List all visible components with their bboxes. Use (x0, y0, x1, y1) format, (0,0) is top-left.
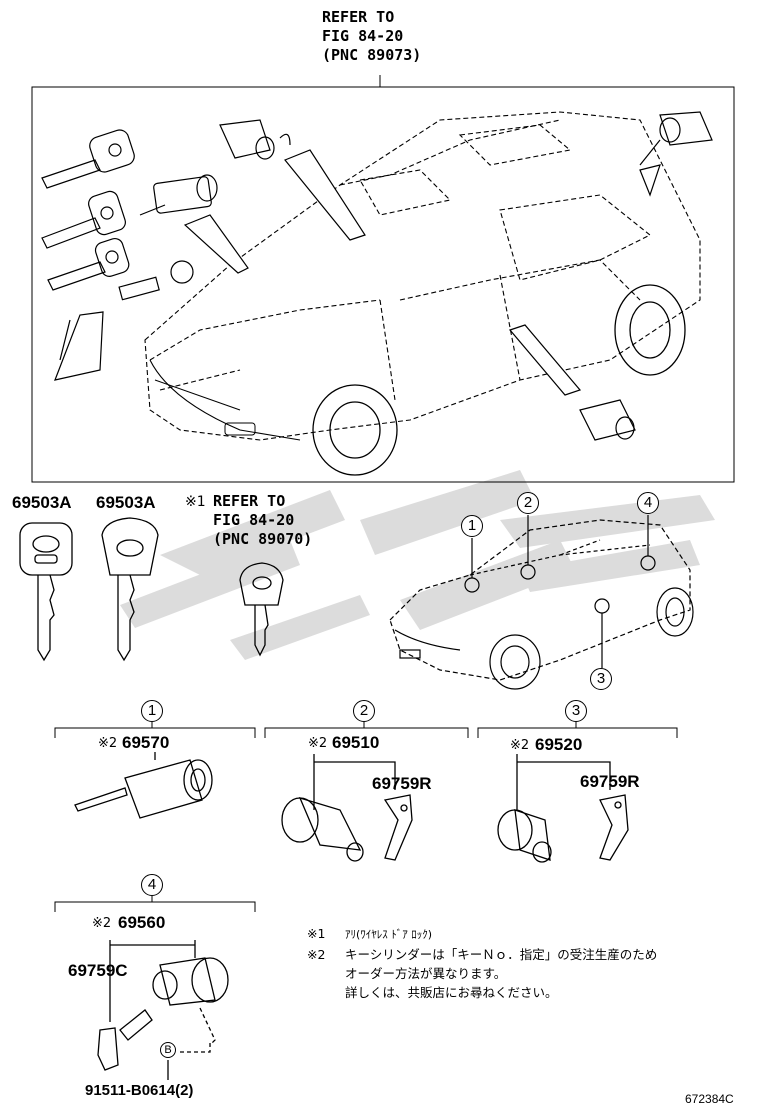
part-69510 (281, 754, 413, 862)
refer-top-line3: (PNC 89073) (322, 46, 422, 64)
group4-part: 69560 (118, 913, 166, 932)
part-69570 (74, 752, 213, 819)
figure-code: 672384C (685, 1092, 734, 1106)
location-label-2: 2 (517, 492, 539, 514)
refer-top-line2: FIG 84-20 (322, 27, 404, 45)
key-label-right: 69503A (96, 493, 156, 512)
group2-mark: ※2 (308, 736, 328, 751)
overview-frame (31, 86, 735, 483)
location-markers (464, 515, 656, 668)
note1-text: ｱﾘ(ﾜｲﾔﾚｽ ﾄﾞｱ ﾛｯｸ) (345, 928, 433, 941)
group1-mark: ※2 (98, 736, 118, 751)
group-brackets (54, 722, 678, 912)
refer-key-line2: FIG 84-20 (213, 511, 295, 529)
note2-mark: ※2 (307, 947, 326, 962)
refer-key-mark: ※1 (185, 494, 206, 510)
overview-keys (41, 129, 194, 381)
key-2 (101, 517, 159, 662)
overview-arrows (183, 149, 661, 396)
group2-part: 69510 (332, 733, 380, 752)
group4-sub: 69759C (68, 961, 128, 980)
group3-part: 69520 (535, 735, 583, 754)
overview-side-lock (579, 399, 636, 441)
overview-door-lock (219, 119, 291, 160)
overview-car (144, 111, 701, 441)
refer-top-line1: REFER TO (322, 8, 395, 26)
location-label-4: 4 (637, 492, 659, 514)
note2-line3: 詳しくは、共販店にお尋ねください。 (345, 985, 558, 1000)
bolt-part: 91511-B0614(2) (85, 1082, 194, 1099)
group4-mark: ※2 (92, 916, 112, 931)
group-label-4: 4 (141, 874, 163, 896)
location-label-1: 1 (461, 515, 483, 537)
location-car (389, 519, 694, 690)
refer-key-line1: REFER TO (213, 492, 286, 510)
note2-line2: オーダー方法が異なります。 (345, 966, 507, 981)
key-label-left: 69503A (12, 493, 72, 512)
part-69560 (97, 940, 229, 1080)
overview-ignition (139, 174, 218, 216)
group-label-2: 2 (353, 700, 375, 722)
bolt-mark: B (160, 1042, 176, 1058)
group-label-3: 3 (565, 700, 587, 722)
key-1 (19, 522, 73, 662)
part-69520 (497, 754, 629, 863)
note2-line1: キーシリンダーは「キーＮｏ．指定」の受注生産のため (345, 947, 658, 962)
group3-mark: ※2 (510, 738, 530, 753)
group-label-1: 1 (141, 700, 163, 722)
overview-wheels (312, 284, 686, 476)
group1-part: 69570 (122, 733, 170, 752)
location-label-3: 3 (590, 668, 612, 690)
refer-key-line3: (PNC 89070) (213, 530, 313, 548)
group2-sub: 69759R (372, 774, 432, 793)
key-remote (239, 562, 284, 657)
group3-sub: 69759R (580, 772, 640, 791)
overview-backdoor-lock (639, 111, 713, 166)
note1-mark: ※1 (307, 926, 326, 941)
